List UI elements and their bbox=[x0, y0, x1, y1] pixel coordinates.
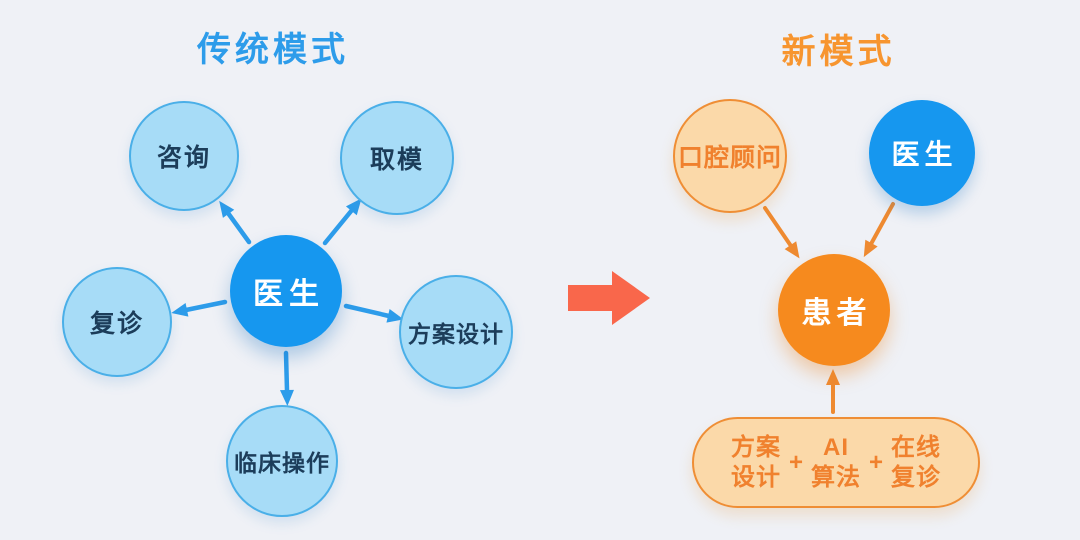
node-clinical-operation-label: 临床操作 bbox=[234, 450, 330, 476]
pill-item-ai-algorithm-line2: 算法 bbox=[811, 463, 861, 491]
node-follow-up-visit-label: 复诊 bbox=[89, 310, 144, 338]
node-oral-consultant: 口腔顾问 bbox=[673, 99, 787, 213]
node-doctor-new: 医生 bbox=[869, 100, 975, 206]
pill-item-online-revisit: 在线 复诊 bbox=[891, 433, 941, 493]
pill-item-plan-design-line1: 方案 bbox=[730, 433, 781, 461]
node-mold-taking-label: 取模 bbox=[369, 146, 424, 174]
arrow-doctor-to-clinical bbox=[279, 350, 294, 406]
pill-item-plan-design-line2: 设计 bbox=[730, 463, 781, 491]
node-patient: 患者 bbox=[778, 254, 890, 366]
arrow-doctor-to-consult bbox=[219, 200, 252, 245]
transition-arrow bbox=[568, 271, 650, 325]
pill-item-plan-design: 方案 设计 bbox=[731, 433, 781, 493]
node-oral-consultant-label: 口腔顾问 bbox=[677, 144, 782, 172]
node-consultation: 咨询 bbox=[129, 101, 239, 211]
node-plan-design-label: 方案设计 bbox=[408, 321, 504, 347]
traditional-mode-title: 传统模式 bbox=[197, 31, 349, 69]
node-plan-design: 方案设计 bbox=[399, 275, 513, 389]
node-doctor-new-label: 医生 bbox=[891, 139, 958, 170]
capability-pill: 方案 设计 + AI 算法 + 在线 复诊 bbox=[692, 417, 980, 508]
plus-separator: + bbox=[788, 448, 803, 476]
node-doctor-traditional: 医生 bbox=[230, 235, 342, 347]
pill-item-online-revisit-line2: 复诊 bbox=[891, 463, 942, 491]
arrow-doctor-right-to-patient bbox=[863, 202, 895, 258]
pill-item-ai-algorithm-line1: AI bbox=[823, 433, 849, 461]
node-patient-label: 患者 bbox=[801, 297, 872, 330]
arrow-doctor-to-mold bbox=[322, 198, 362, 246]
pill-item-online-revisit-line1: 在线 bbox=[891, 433, 942, 461]
node-clinical-operation: 临床操作 bbox=[226, 405, 338, 517]
node-consultation-label: 咨询 bbox=[156, 144, 211, 172]
plus-separator: + bbox=[869, 448, 884, 476]
arrow-doctor-to-revisit bbox=[171, 299, 228, 317]
node-doctor-traditional-label: 医生 bbox=[253, 278, 325, 311]
pill-item-ai-algorithm: AI 算法 bbox=[811, 433, 861, 493]
new-mode-title: 新模式 bbox=[781, 33, 896, 71]
node-follow-up-visit: 复诊 bbox=[62, 267, 172, 377]
node-mold-taking: 取模 bbox=[340, 101, 454, 215]
arrow-oral-consultant-to-patient bbox=[763, 206, 800, 259]
arrow-doctor-to-plan bbox=[343, 303, 404, 323]
